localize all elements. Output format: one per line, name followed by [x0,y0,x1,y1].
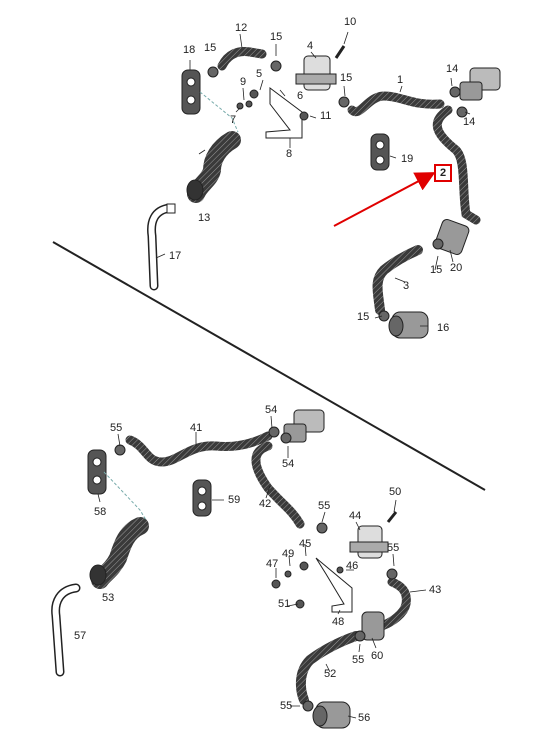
callout-53[interactable]: 53 [102,592,115,604]
hose-2 [432,105,481,225]
callout-60[interactable]: 60 [371,650,384,662]
callout-58[interactable]: 58 [94,506,107,518]
callout-49[interactable]: 49 [282,548,295,560]
hose-43 [377,577,411,631]
callout-14-b[interactable]: 14 [463,116,476,128]
callout-46[interactable]: 46 [346,560,359,572]
hose-12 [217,47,267,71]
lower-assembly [51,409,427,729]
flange-20 [434,219,470,255]
callout-55-b[interactable]: 55 [318,500,331,512]
bracket-48 [315,557,353,613]
callout-1[interactable]: 1 [397,74,404,86]
upper-assembly [147,31,501,339]
bolt-10 [334,45,346,59]
callout-2-highlighted[interactable]: 2 [434,164,453,182]
callout-47[interactable]: 47 [266,558,279,570]
callout-15-c[interactable]: 15 [340,72,353,84]
callout-14-a[interactable]: 14 [446,63,459,75]
callout-17[interactable]: 17 [169,250,182,262]
bolt-50 [386,511,398,523]
callout-5[interactable]: 5 [256,68,263,80]
callout-7[interactable]: 7 [230,114,237,126]
callout-41[interactable]: 41 [190,422,203,434]
callout-55-e[interactable]: 55 [280,700,293,712]
bracket-59 [192,479,212,517]
hose-41 [125,431,273,467]
connector-14 [459,67,501,101]
valve-4 [303,55,331,91]
callout-15-e[interactable]: 15 [357,311,370,323]
pump-56 [312,701,351,729]
callout-44[interactable]: 44 [349,510,362,522]
callout-3[interactable]: 3 [403,280,410,292]
hose-3 [372,245,423,315]
highlight-pointer-arrow [333,172,436,227]
callout-16[interactable]: 16 [437,322,450,334]
callout-15-b[interactable]: 15 [270,31,283,43]
callout-55-d[interactable]: 55 [352,654,365,666]
hose-1 [347,91,445,117]
callout-19[interactable]: 19 [401,153,414,165]
callout-20[interactable]: 20 [450,262,463,274]
pipe-57 [52,585,79,675]
bracket-58 [87,449,107,495]
callout-59[interactable]: 59 [228,494,241,506]
callout-13[interactable]: 13 [198,212,211,224]
callout-11[interactable]: 11 [320,110,332,122]
callout-8[interactable]: 8 [286,148,293,160]
callout-54-a[interactable]: 54 [265,404,278,416]
callout-54-b[interactable]: 54 [282,458,295,470]
hose-13-end [186,179,204,201]
callout-10[interactable]: 10 [344,16,357,28]
callout-55-a[interactable]: 55 [110,422,123,434]
callout-4[interactable]: 4 [307,40,314,52]
callout-12[interactable]: 12 [235,22,248,34]
callout-15-a[interactable]: 15 [204,42,217,54]
bracket-18 [181,69,201,115]
callout-42[interactable]: 42 [259,498,272,510]
callout-48[interactable]: 48 [332,616,345,628]
callout-18[interactable]: 18 [183,44,196,56]
hose-52 [295,631,361,705]
callout-43[interactable]: 43 [429,584,442,596]
bracket-19 [370,133,390,171]
callout-6[interactable]: 6 [297,90,304,102]
callout-9[interactable]: 9 [240,76,247,88]
callout-15-d[interactable]: 15 [430,264,443,276]
callout-55-c[interactable]: 55 [387,542,400,554]
callout-57[interactable]: 57 [74,630,87,642]
callout-51[interactable]: 51 [278,598,291,610]
pump-16 [388,311,429,339]
section-divider [52,241,486,491]
hose-42 [251,441,305,529]
callout-45[interactable]: 45 [299,538,312,550]
callout-52[interactable]: 52 [324,668,337,680]
callout-56[interactable]: 56 [358,712,371,724]
callout-50[interactable]: 50 [389,486,402,498]
